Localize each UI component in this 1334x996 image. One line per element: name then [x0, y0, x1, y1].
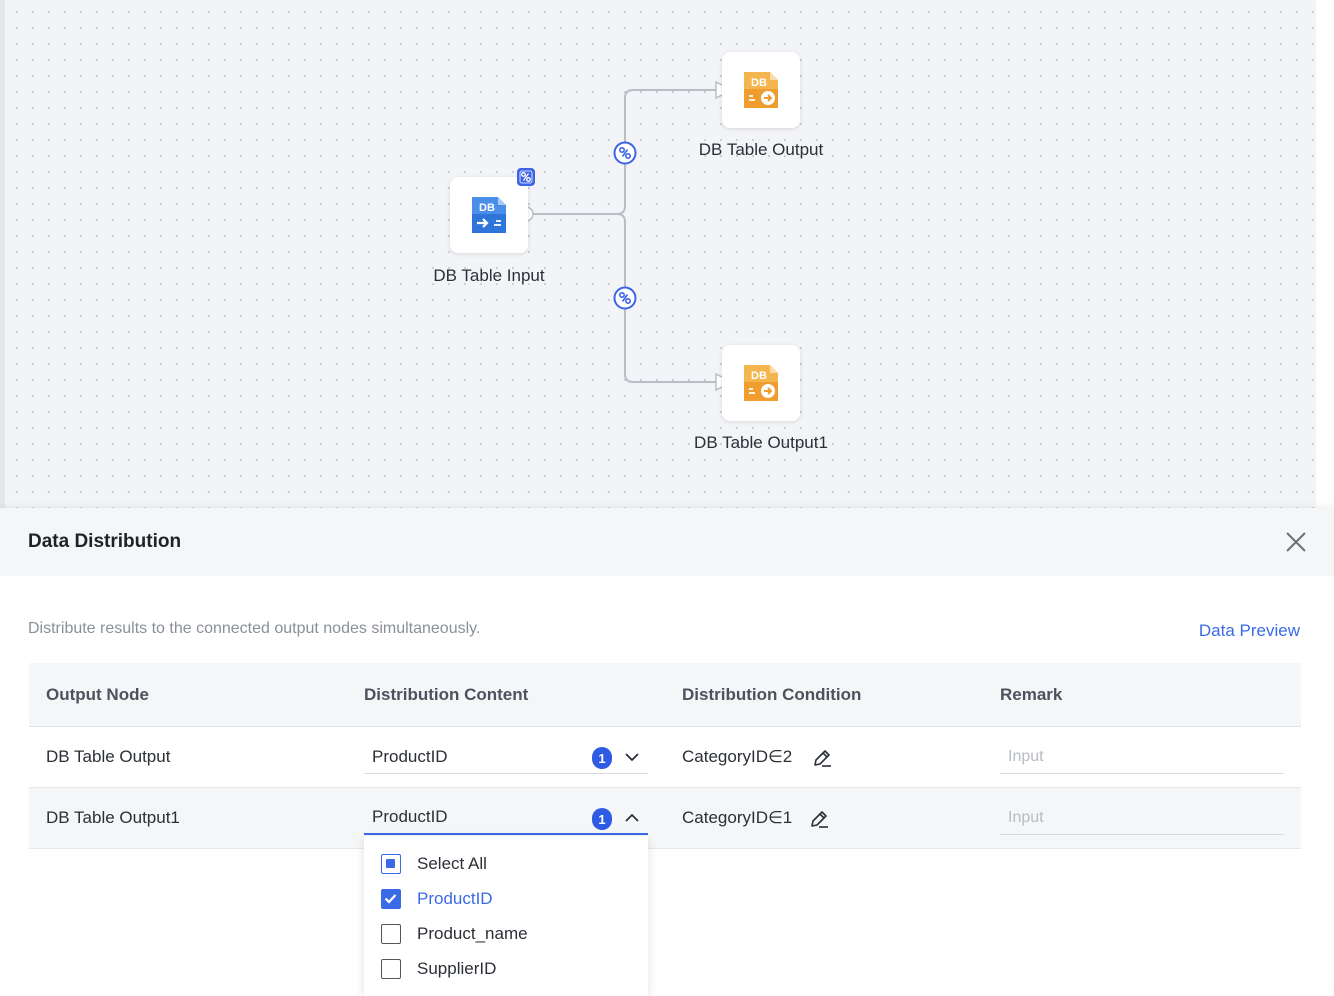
flow-canvas[interactable]: DB DB Table Input DB DB Table Output [0, 0, 1334, 512]
node-db-table-output[interactable]: DB [722, 52, 800, 128]
option-supplierid[interactable]: SupplierID [364, 951, 648, 986]
node-label: DB Table Output [698, 140, 824, 159]
panel-header: Data Distribution [0, 508, 1334, 576]
db-output-icon: DB [744, 365, 778, 401]
distribution-badge [517, 168, 535, 186]
db-output-icon: DB [744, 72, 778, 108]
checkbox-indeterminate-icon[interactable] [381, 853, 401, 874]
svg-text:DB: DB [751, 77, 767, 89]
content-dropdown-menu: Select All ProductID Product_name Suppli… [364, 836, 648, 996]
edit-condition-icon[interactable] [811, 747, 833, 769]
data-distribution-icon[interactable] [613, 286, 637, 310]
selected-count-badge: 1 [592, 747, 612, 769]
option-label: SupplierID [417, 958, 497, 978]
svg-text:DB: DB [751, 370, 767, 382]
header-distribution-content: Distribution Content [364, 684, 529, 704]
option-productid[interactable]: ProductID [364, 881, 648, 916]
distribution-badge-icon [519, 170, 533, 184]
distribution-content-select[interactable]: ProductID 1 [364, 801, 648, 835]
option-product-name[interactable]: Product_name [364, 916, 648, 951]
db-input-icon: DB [472, 197, 506, 233]
header-distribution-condition: Distribution Condition [682, 684, 862, 704]
panel-title: Data Distribution [28, 531, 182, 552]
chevron-down-icon [625, 753, 639, 762]
data-distribution-panel: Data Distribution Distribute results to … [0, 508, 1334, 988]
connection-lines [518, 80, 734, 392]
header-remark: Remark [1000, 684, 1063, 704]
chevron-up-icon [625, 813, 639, 822]
close-icon[interactable] [1282, 528, 1310, 556]
select-value: ProductID [372, 746, 448, 766]
distribution-table: Output Node Distribution Content Distrib… [29, 663, 1301, 849]
header-output-node: Output Node [46, 684, 149, 704]
select-value: ProductID [372, 807, 448, 826]
option-label: Product_name [417, 923, 528, 943]
remark-input[interactable] [1000, 740, 1284, 774]
checkbox-unchecked-icon[interactable] [381, 923, 401, 944]
check-icon [384, 893, 397, 904]
node-db-table-input[interactable]: DB [450, 177, 528, 253]
remark-input[interactable] [1000, 801, 1284, 835]
node-label: DB Table Output1 [694, 433, 828, 452]
option-label: ProductID [417, 888, 493, 908]
table-row: DB Table Output1 ProductID 1 CategoryID∈… [29, 788, 1301, 849]
output-node-name: DB Table Output [46, 747, 171, 766]
panel-description: Distribute results to the connected outp… [28, 620, 481, 637]
node-db-table-output1[interactable]: DB [722, 345, 800, 421]
edit-condition-icon[interactable] [808, 808, 830, 830]
data-distribution-icon[interactable] [613, 141, 637, 165]
table-header-row: Output Node Distribution Content Distrib… [29, 663, 1301, 727]
checkbox-unchecked-icon[interactable] [381, 958, 401, 979]
output-node-name: DB Table Output1 [46, 808, 180, 827]
distribution-content-select[interactable]: ProductID 1 [364, 740, 648, 774]
data-preview-link[interactable]: Data Preview [1198, 621, 1300, 640]
checkbox-checked-icon[interactable] [381, 888, 401, 909]
distribution-condition-text: CategoryID∈1 [682, 808, 793, 827]
selected-count-badge: 1 [592, 808, 612, 830]
node-label: DB Table Input [433, 266, 545, 285]
option-label: Select All [417, 853, 487, 873]
option-select-all[interactable]: Select All [364, 846, 648, 881]
table-row: DB Table Output ProductID 1 CategoryID∈2 [29, 727, 1301, 788]
svg-text:DB: DB [479, 202, 495, 214]
distribution-condition-text: CategoryID∈2 [682, 747, 793, 766]
